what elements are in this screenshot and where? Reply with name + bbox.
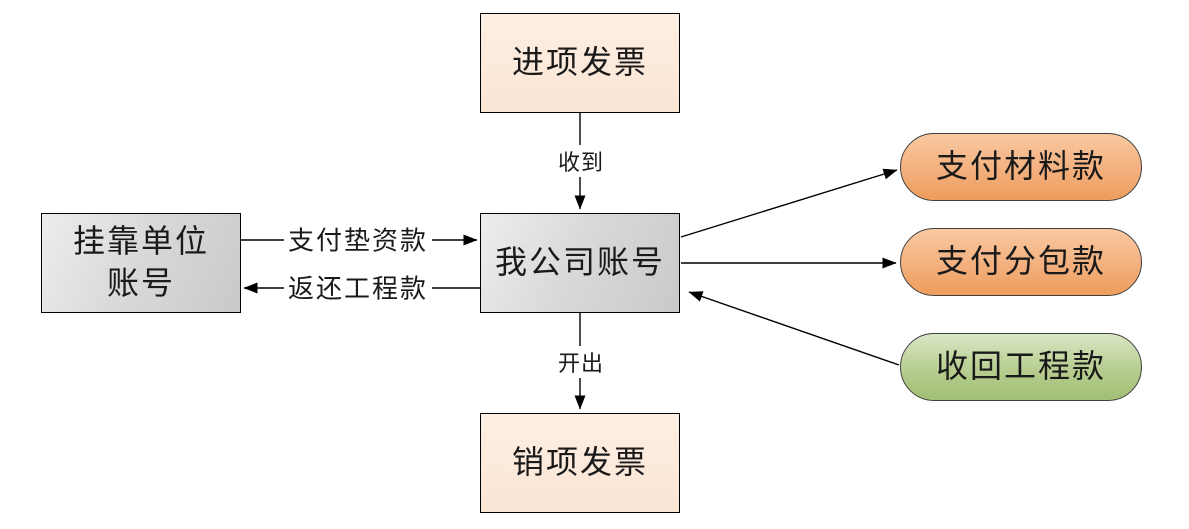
node-input-invoice-label: 进项发票 — [511, 44, 648, 81]
node-pay-material-label: 支付材料款 — [935, 148, 1106, 185]
edge-label-pay-advance: 支付垫资款 — [283, 220, 433, 258]
node-pay-subcontract: 支付分包款 — [900, 228, 1142, 296]
node-pay-material: 支付材料款 — [900, 133, 1142, 201]
node-input-invoice: 进项发票 — [480, 13, 680, 113]
edge-label-receive: 收到 — [553, 145, 609, 177]
node-recover-project: 收回工程款 — [900, 333, 1142, 401]
edge-label-return-project: 返还工程款 — [283, 268, 433, 306]
edge-label-issue: 开出 — [553, 346, 609, 378]
node-recover-project-label: 收回工程款 — [935, 348, 1106, 385]
node-company-account: 我公司账号 — [480, 213, 680, 313]
node-affiliated-account: 挂靠单位 账号 — [41, 213, 241, 313]
node-pay-subcontract-label: 支付分包款 — [935, 243, 1106, 280]
node-output-invoice: 销项发票 — [480, 413, 680, 513]
edge-to-material-line — [680, 168, 898, 238]
node-affiliated-account-label: 挂靠单位 账号 — [72, 223, 209, 301]
node-output-invoice-label: 销项发票 — [511, 444, 648, 481]
node-company-account-label: 我公司账号 — [494, 244, 665, 281]
edge-from-project-line — [688, 291, 900, 366]
